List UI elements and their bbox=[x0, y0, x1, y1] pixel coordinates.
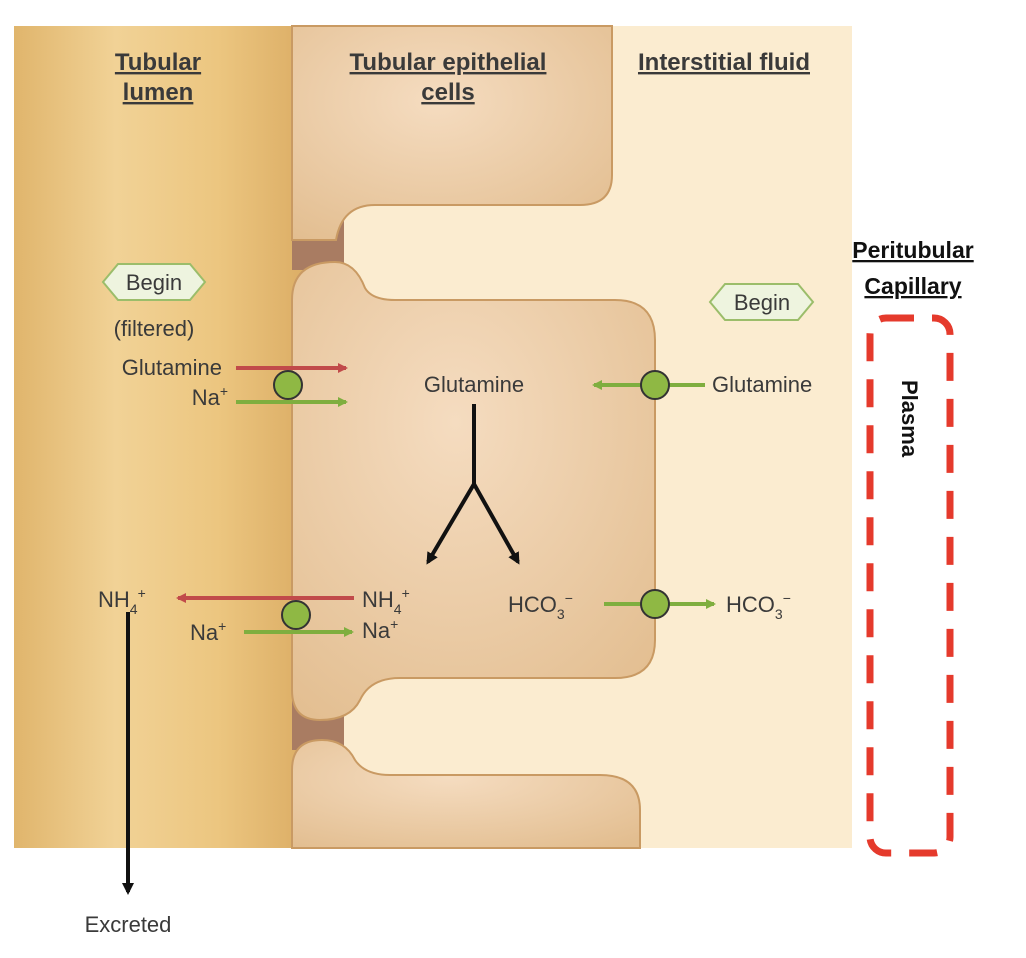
na-cell-label: Na+ bbox=[362, 616, 398, 643]
filtered-label: (filtered) bbox=[114, 316, 195, 341]
excreted-label: Excreted bbox=[85, 912, 172, 937]
header-interstitial-fluid: Interstitial fluid bbox=[638, 49, 810, 76]
epithelial-cell-bottom bbox=[291, 738, 641, 849]
plasma-label: Plasma bbox=[897, 380, 922, 458]
hco3-cell-label: HCO3− bbox=[508, 590, 573, 622]
epithelial-cell-top bbox=[291, 25, 613, 241]
metabolism-arrow-hco3 bbox=[472, 483, 520, 565]
header-tubular-lumen-line2: lumen bbox=[123, 79, 194, 106]
begin-badge-right: Begin bbox=[708, 283, 815, 321]
metabolism-arrow-nh4 bbox=[426, 482, 476, 565]
peritubular-label-line2: Capillary bbox=[864, 273, 961, 299]
nh4-na-exchanger bbox=[281, 600, 311, 630]
begin-badge-left: Begin bbox=[101, 263, 207, 301]
header-tubular-epithelial-line2: cells bbox=[421, 79, 474, 106]
glutamine-cell-label: Glutamine bbox=[424, 372, 524, 397]
glutamine-lumen-label: Glutamine bbox=[122, 355, 222, 380]
peritubular-capillary-outline bbox=[866, 314, 954, 857]
na-lumen-bottom-label: Na+ bbox=[190, 618, 226, 645]
peritubular-label-line1: Peritubular bbox=[852, 237, 973, 263]
apical-cotransporter bbox=[273, 370, 303, 400]
begin-badge-right-label: Begin bbox=[734, 290, 790, 315]
header-tubular-lumen-line1: Tubular bbox=[115, 49, 201, 76]
epithelial-cell-middle bbox=[291, 260, 656, 722]
glutamine-interstitial-label: Glutamine bbox=[712, 372, 812, 397]
header-tubular-epithelial-line1: Tubular epithelial bbox=[350, 49, 547, 76]
basolateral-glutamine-transporter bbox=[640, 370, 670, 400]
hco3-transporter bbox=[640, 589, 670, 619]
nh4-cell-label: NH4+ bbox=[362, 585, 410, 617]
begin-badge-left-label: Begin bbox=[126, 270, 182, 295]
tubular-lumen-region bbox=[14, 26, 304, 848]
nh4-lumen-label: NH4+ bbox=[98, 585, 146, 617]
na-lumen-top-label: Na+ bbox=[192, 383, 228, 410]
hco3-interstitial-label: HCO3− bbox=[726, 590, 791, 622]
